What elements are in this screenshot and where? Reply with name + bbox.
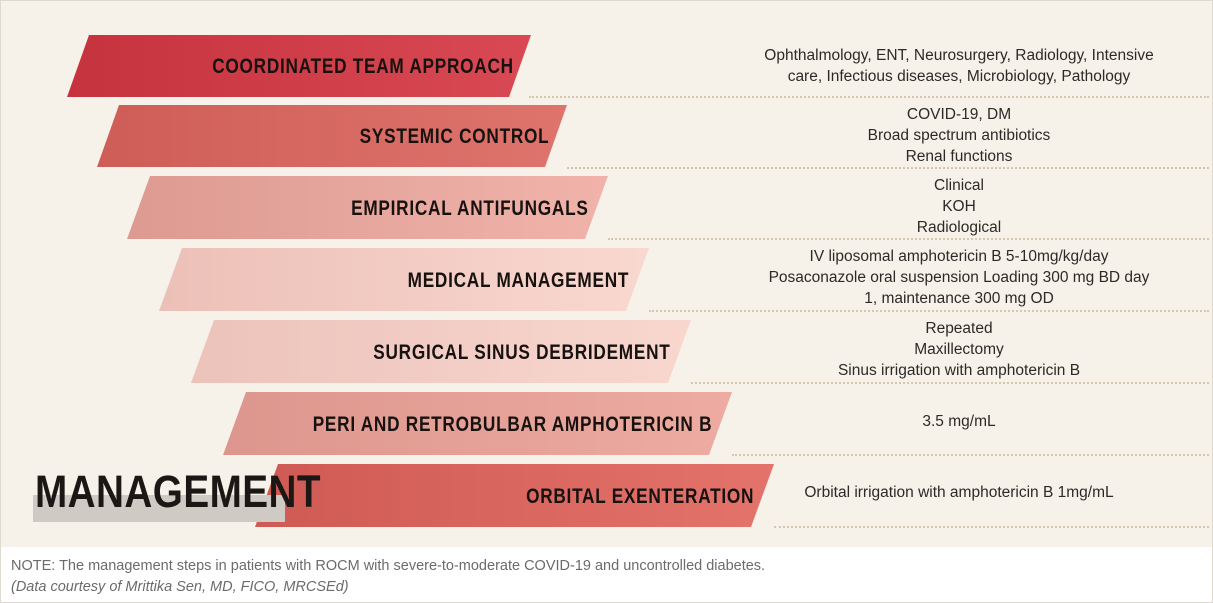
detail-line: Posaconazole oral suspension Loading 300… [768, 269, 1150, 286]
funnel-step-details-1: Ophthalmology, ENT, Neurosurgery, Radiol… [714, 45, 1204, 87]
detail-separator-5 [691, 382, 1209, 384]
detail-line: Orbital irrigation with amphotericin B 1… [804, 484, 1114, 501]
detail-line: Sinus irrigation with amphotericin B [837, 362, 1081, 379]
detail-line: IV liposomal amphotericin B 5-10mg/kg/da… [809, 248, 1109, 265]
funnel-diagram [67, 35, 774, 527]
detail-separator-2 [567, 167, 1209, 169]
detail-line: Ophthalmology, ENT, Neurosurgery, Radiol… [764, 47, 1154, 64]
chart-area: COORDINATED TEAM APPROACH SYSTEMIC CONTR… [1, 1, 1212, 547]
page-title: MANAGEMENT [33, 467, 321, 529]
footer-note: NOTE: The management steps in patients w… [11, 558, 766, 574]
title-text: MANAGEMENT [35, 466, 321, 517]
detail-separator-6 [732, 454, 1209, 456]
detail-line: Repeated [925, 320, 993, 337]
funnel-step-label-4: MEDICAL MANAGEMENT [407, 269, 629, 292]
detail-line: Broad spectrum antibiotics [867, 127, 1051, 144]
funnel-step-label-3: EMPIRICAL ANTIFUNGALS [351, 197, 589, 220]
detail-separator-4 [649, 310, 1209, 312]
title-highlight-bar [33, 495, 285, 522]
detail-separator-1 [529, 96, 1209, 98]
funnel-step-shape-6[interactable] [223, 392, 732, 455]
funnel-step-label-5: SURGICAL SINUS DEBRIDEMENT [373, 341, 671, 364]
detail-line: Clinical [934, 177, 984, 194]
detail-line: COVID-19, DM [906, 106, 1012, 123]
funnel-step-shape-5[interactable] [191, 320, 691, 383]
detail-line: KOH [942, 198, 976, 215]
funnel-step-label-1: COORDINATED TEAM APPROACH [212, 55, 514, 78]
funnel-step-label-6: PERI AND RETROBULBAR AMPHOTERICIN B [312, 413, 712, 436]
footer: NOTE: The management steps in patients w… [1, 547, 1212, 602]
funnel-step-shape-4[interactable] [159, 248, 649, 311]
detail-line: 3.5 mg/mL [922, 413, 996, 430]
detail-line: care, Infectious diseases, Microbiology,… [787, 68, 1131, 85]
detail-line: 1, maintenance 300 mg OD [864, 290, 1054, 307]
funnel-step-details-3: Clinical KOH Radiological [714, 175, 1204, 238]
funnel-step-shape-3[interactable] [127, 176, 608, 239]
funnel-step-shape-1[interactable] [67, 35, 531, 97]
funnel-step-label-2: SYSTEMIC CONTROL [359, 125, 549, 148]
footer-credit: (Data courtesy of Mrittika Sen, MD, FICO… [11, 579, 349, 595]
detail-line: Renal functions [905, 148, 1013, 165]
funnel-step-details-4: IV liposomal amphotericin B 5-10mg/kg/da… [714, 246, 1204, 309]
detail-separator-3 [608, 238, 1209, 240]
funnel-step-details-6: 3.5 mg/mL [714, 411, 1204, 432]
funnel-step-shape-7[interactable] [255, 464, 774, 527]
funnel-step-details-5: Repeated Maxillectomy Sinus irrigation w… [714, 318, 1204, 381]
funnel-step-details-2: COVID-19, DM Broad spectrum antibiotics … [714, 104, 1204, 167]
funnel-step-label-7: ORBITAL EXENTERATION [525, 485, 754, 508]
funnel-step-details-7: Orbital irrigation with amphotericin B 1… [714, 482, 1204, 503]
detail-line: Radiological [916, 219, 1002, 236]
detail-line: Maxillectomy [914, 341, 1004, 358]
detail-separator-7 [774, 526, 1209, 528]
funnel-step-shape-2[interactable] [97, 105, 567, 167]
